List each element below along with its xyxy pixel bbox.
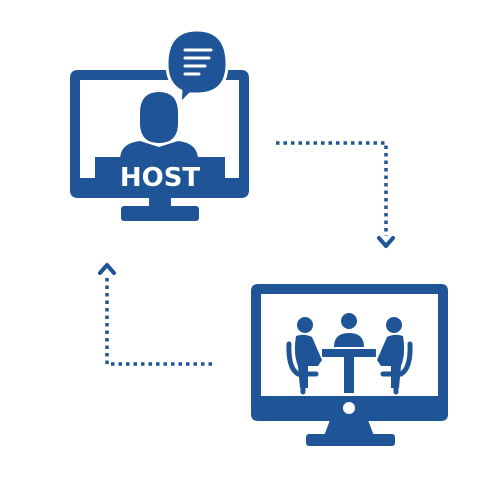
connector-meeting-to-host xyxy=(98,263,212,366)
meeting-person-right-head xyxy=(386,317,402,333)
meeting-room-monitor-icon xyxy=(251,284,448,446)
meeting-monitor-base xyxy=(306,434,395,446)
meeting-monitor-frame xyxy=(251,284,448,421)
meeting-monitor-power-dot xyxy=(343,402,355,414)
meeting-monitor-stand xyxy=(324,420,374,436)
meeting-person-center-head xyxy=(341,313,357,329)
host-person-head xyxy=(140,92,178,143)
host-label: HOST xyxy=(120,163,201,193)
host-person-body xyxy=(120,141,198,160)
meeting-person-left-body xyxy=(294,334,322,388)
arrow-down-icon xyxy=(377,236,395,248)
meeting-person-center-body xyxy=(334,333,364,347)
speech-bubble-icon xyxy=(165,28,229,106)
host-desk xyxy=(95,157,225,195)
meeting-chair-right xyxy=(380,341,413,395)
host-monitor-frame xyxy=(70,70,249,198)
host-monitor-icon: HOST xyxy=(70,70,249,221)
dotted-line-meeting-to-host xyxy=(105,274,212,366)
host-monitor-stand xyxy=(149,196,171,209)
meeting-table xyxy=(322,349,376,357)
meeting-scene xyxy=(286,313,413,395)
arrow-up-icon xyxy=(98,263,116,275)
speech-bubble-lines xyxy=(183,48,213,76)
meeting-person-right-body xyxy=(377,334,405,388)
dotted-line-host-to-meeting xyxy=(276,141,388,236)
meeting-chair-left xyxy=(286,341,319,395)
connector-host-to-meeting xyxy=(276,141,395,248)
meeting-table-leg xyxy=(344,357,354,393)
meeting-person-left-head xyxy=(297,317,313,333)
host-monitor-base xyxy=(121,206,199,221)
